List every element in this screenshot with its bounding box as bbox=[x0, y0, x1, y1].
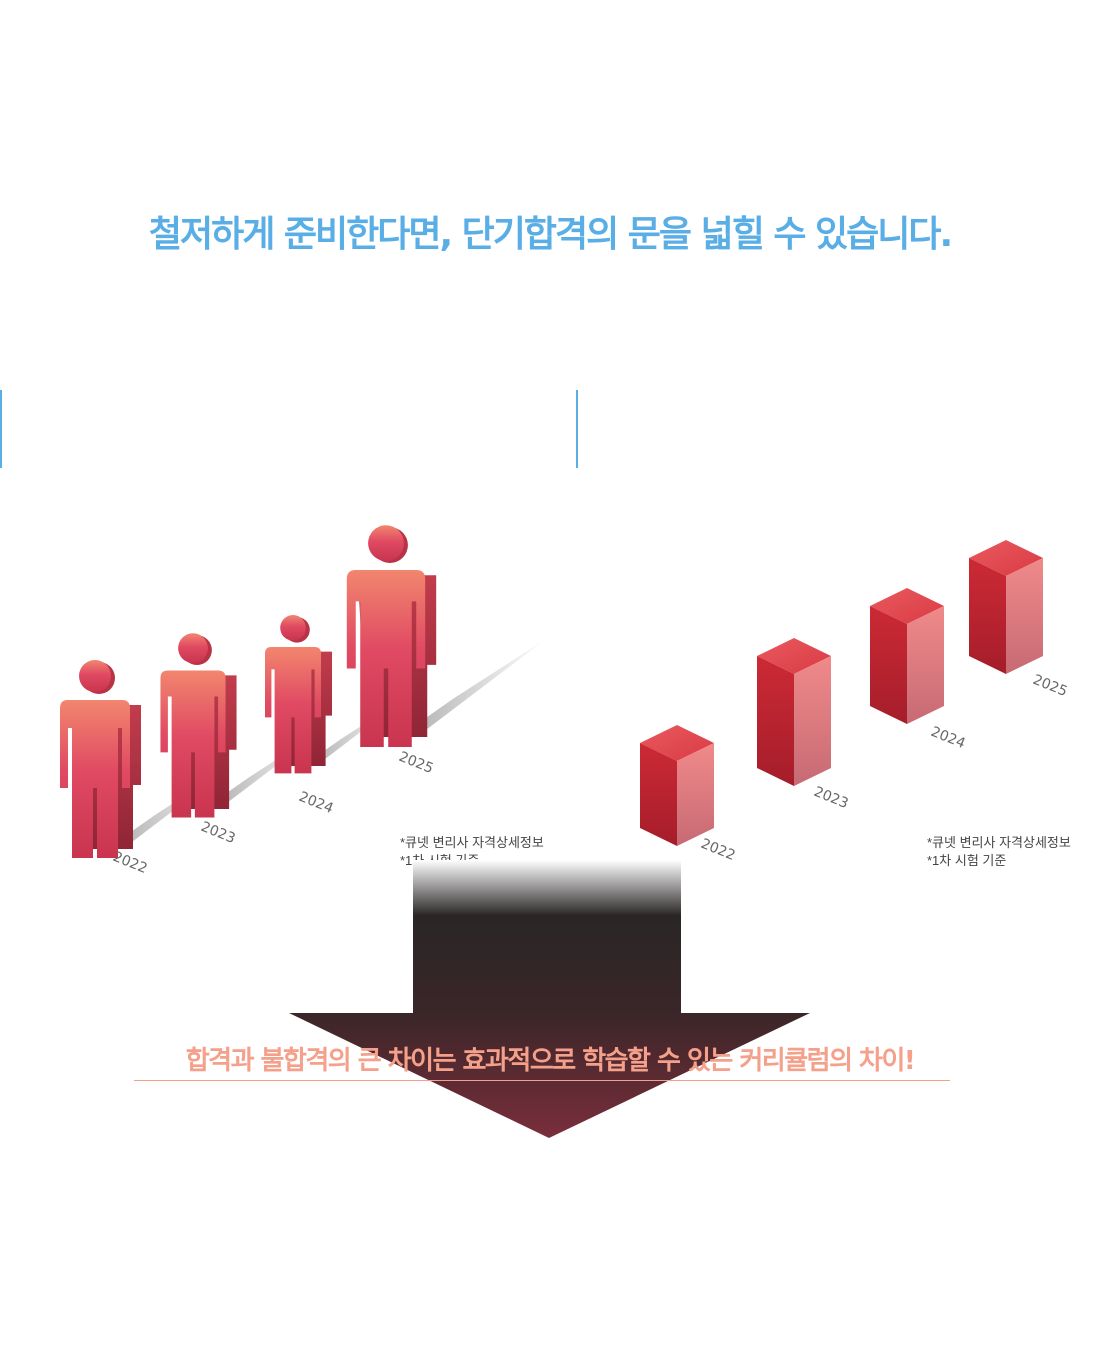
headline: 철저하게 준비한다면, 단기합격의 문을 넓힐 수 있습니다. bbox=[148, 214, 953, 255]
person-icon-2025 bbox=[346, 525, 549, 747]
left-accent-bar bbox=[0, 390, 2, 468]
right-note-line-1: *큐넷 변리사 자격상세정보 bbox=[927, 835, 1071, 850]
bar-year-label-2025: 2025 bbox=[1031, 672, 1070, 700]
bottom-message: 합격과 불합격의 큰 차이는 효과적으로 학습할 수 있는 커리큘럼의 차이! bbox=[185, 1046, 916, 1076]
right-accent-bar bbox=[576, 390, 578, 468]
bar-2024 bbox=[870, 588, 944, 724]
down-arrow-icon bbox=[289, 860, 810, 1138]
people-year-label-2024: 2024 bbox=[297, 789, 336, 817]
bar-year-label-2023: 2023 bbox=[812, 784, 851, 812]
bottom-underline bbox=[134, 1080, 950, 1081]
bar-2022 bbox=[640, 725, 714, 846]
bar-2025 bbox=[969, 540, 1043, 674]
right-note-line-2: *1차 시험 기준 bbox=[927, 853, 1007, 868]
right-source-note: *큐넷 변리사 자격상세정보 *1차 시험 기준 bbox=[927, 834, 1071, 870]
people-year-label-2023: 2023 bbox=[199, 819, 238, 847]
people-year-label-2025: 2025 bbox=[397, 749, 436, 777]
down-arrow bbox=[0, 860, 1100, 1150]
bar-2023 bbox=[757, 638, 831, 786]
bar-year-label-2024: 2024 bbox=[929, 724, 968, 752]
left-note-line-1: *큐넷 변리사 자격상세정보 bbox=[400, 835, 544, 850]
